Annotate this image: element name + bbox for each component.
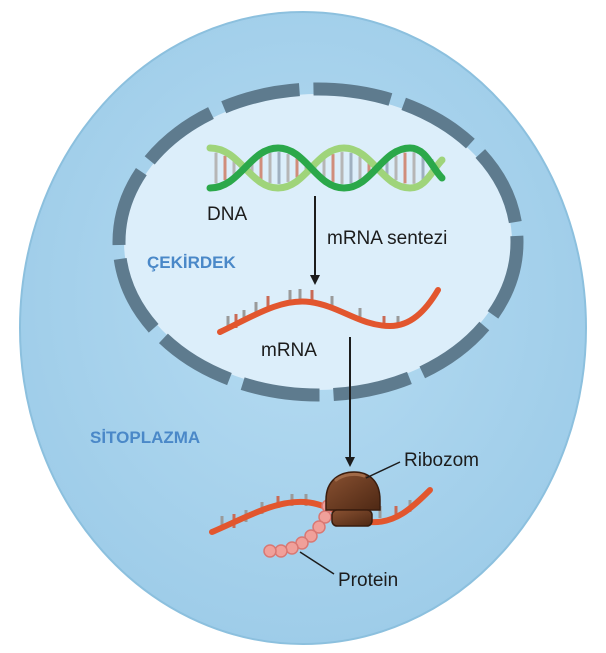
label-mrna-synthesis: mRNA sentezi (327, 228, 447, 249)
pointer-ribosome (365, 461, 401, 479)
dna-helix (206, 144, 446, 192)
mrna-nucleus (217, 287, 441, 335)
ribosome (325, 471, 381, 527)
label-cytoplasm: SİTOPLAZMA (90, 428, 200, 447)
nucleus-interior (124, 94, 512, 390)
label-dna: DNA (207, 204, 247, 225)
nuclear-envelope (112, 82, 524, 402)
label-protein: Protein (338, 570, 398, 591)
label-nucleus: ÇEKİRDEK (147, 253, 237, 272)
pointer-protein (299, 551, 335, 575)
dna-strand-front (206, 144, 446, 192)
label-mrna: mRNA (261, 340, 317, 361)
label-ribosome: Ribozom (404, 450, 479, 471)
dna-strand-back (206, 144, 446, 192)
